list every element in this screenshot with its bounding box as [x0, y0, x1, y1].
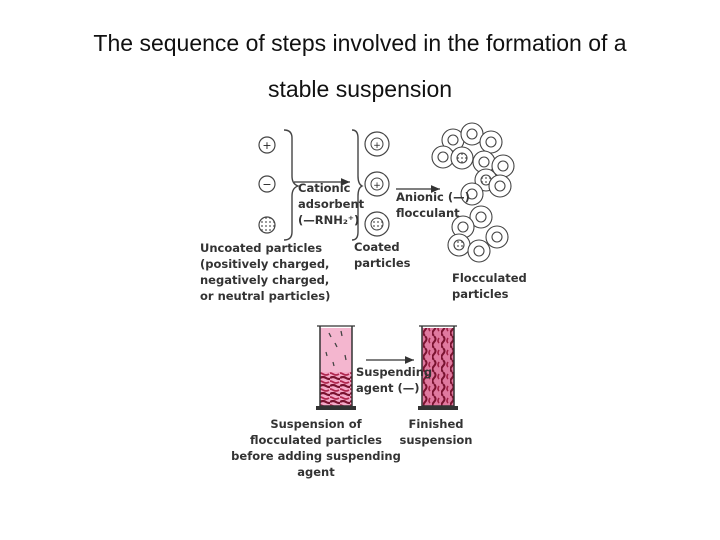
title-line-2: stable suspension [267, 76, 453, 102]
left-bracket [283, 129, 301, 241]
anionic-flocculant-label: Anionic (—) flocculant [396, 190, 470, 220]
flocculated-particles-label: Flocculated particles [452, 271, 527, 301]
svg-text:+: + [373, 141, 381, 151]
uncoated-neutral-particle [258, 216, 276, 234]
floc-cluster-top [431, 122, 515, 206]
cationic-adsorbent-label: Cationic adsorbent (—RNH₂⁺) [298, 181, 365, 227]
uncoated-negative-particle: − [258, 175, 276, 193]
suspending-agent-label: Suspending agent (—) [356, 365, 433, 395]
coated-particles-label: Coated particles [354, 240, 411, 270]
coated-particle-3 [364, 211, 390, 237]
coated-particle-1: + [364, 131, 390, 157]
finished-suspension-label: Finished suspension [399, 417, 473, 447]
cylinder-finished [418, 325, 458, 410]
uncoated-positive-particle: + [258, 136, 276, 154]
right-bracket [351, 129, 364, 241]
svg-text:+: + [373, 181, 381, 191]
suspension-before-label: Suspension of flocculated particles befo… [231, 417, 401, 479]
floc-cluster-bottom [447, 205, 509, 263]
cylinder-before [316, 325, 356, 410]
title-line-1: The sequence of steps involved in the fo… [93, 30, 627, 56]
uncoated-particles-label: Uncoated particles (positively charged, … [200, 241, 331, 303]
svg-text:−: − [262, 178, 271, 191]
svg-text:+: + [262, 139, 271, 152]
coated-particle-2: + [364, 171, 390, 197]
